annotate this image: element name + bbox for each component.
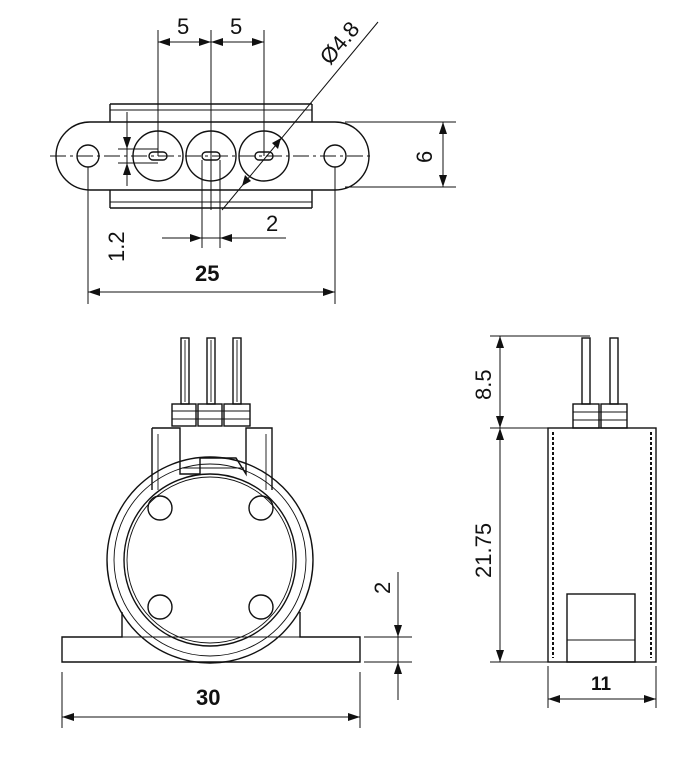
side-view: 8.5 21.75 11 (471, 335, 657, 708)
top-view: 5 5 Ø4.8 6 1.2 2 25 (50, 14, 456, 304)
rotor-disc (123, 473, 297, 647)
side-pin-2 (609, 337, 619, 405)
pitch-left-label: 5 (177, 14, 189, 39)
side-pin-1 (581, 337, 591, 405)
height-label: 6 (412, 151, 437, 163)
pin-diameter-label: Ø4.8 (315, 17, 365, 70)
housing-outer-ring (106, 456, 314, 664)
side-foot (566, 593, 636, 663)
body-height-label: 21.75 (471, 523, 496, 578)
mount-span-label: 25 (195, 261, 219, 286)
base-thickness-label: 2 (370, 582, 395, 594)
disc-hole-3 (147, 594, 173, 620)
disc-hole-4 (248, 594, 274, 620)
side-body (547, 427, 657, 663)
depth-label: 11 (591, 674, 612, 695)
pin-length-label: 8.5 (471, 369, 496, 400)
base-flange (61, 612, 361, 663)
slot-length-label: 2 (266, 211, 278, 236)
pitch-right-label: 5 (230, 14, 242, 39)
front-view: 2 30 (61, 337, 412, 728)
pad-width-label: 1.2 (104, 231, 129, 262)
disc-hole-2 (248, 495, 274, 521)
disc-hole-1 (147, 495, 173, 521)
overall-width-label: 30 (196, 685, 220, 710)
